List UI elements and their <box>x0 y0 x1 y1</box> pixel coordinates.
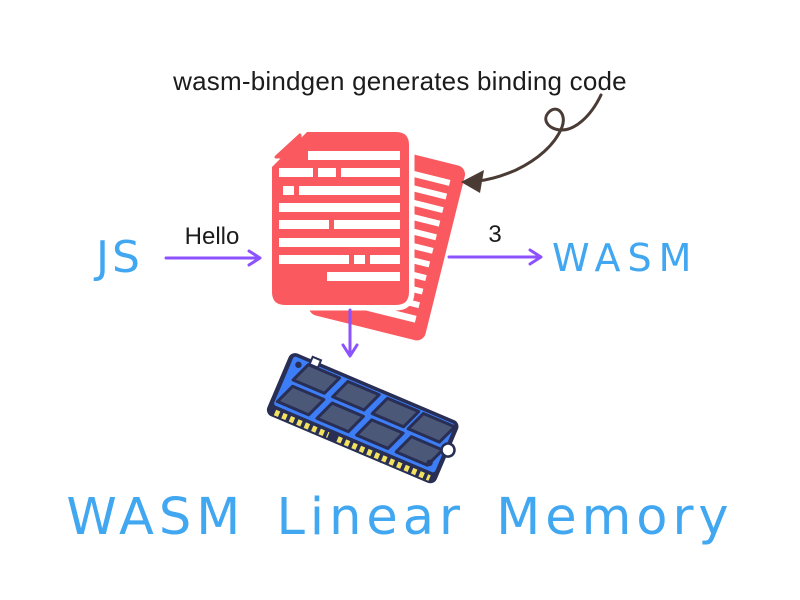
arrow-binding-to-memory <box>341 308 359 358</box>
js-node-label: JS <box>96 232 143 283</box>
ram-pins <box>273 409 431 481</box>
document-text-lines <box>279 151 400 281</box>
ram-module-icon <box>266 353 459 484</box>
arrow-label-hello: Hello <box>184 223 240 250</box>
curly-annotation-arrow-icon <box>461 93 603 193</box>
arrow-label-3: 3 <box>488 221 502 248</box>
wasm-node-label: WASM <box>552 236 699 280</box>
annotation-text: wasm-bindgen generates binding code <box>173 66 627 96</box>
diagram-title: WASM Linear Memory <box>66 488 734 547</box>
arrow-binding-to-wasm <box>447 248 543 266</box>
arrow-js-to-binding <box>164 249 262 267</box>
front-document-icon <box>266 126 415 311</box>
